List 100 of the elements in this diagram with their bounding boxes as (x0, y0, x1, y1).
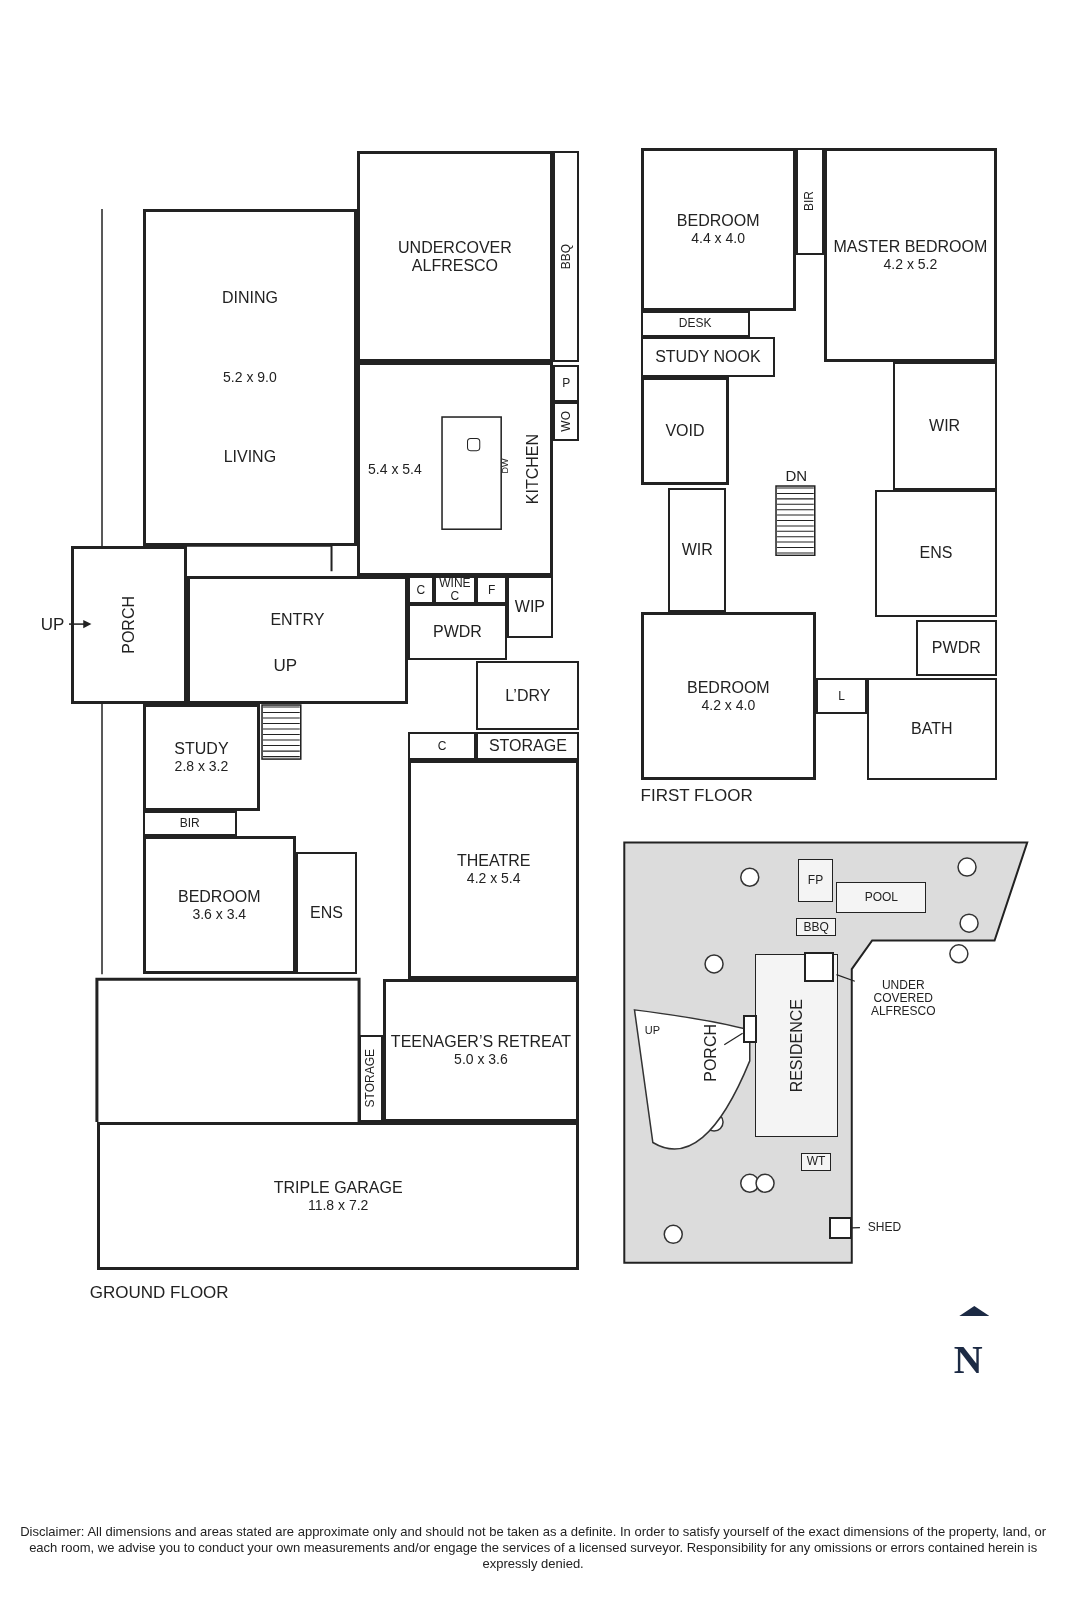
callout-label: SHED (859, 1216, 909, 1238)
leader-line (723, 1032, 744, 1046)
direction-label: UP (644, 1024, 660, 1037)
room-area (816, 678, 868, 715)
room-area (408, 759, 580, 980)
room-dimension: 4.2 x 5.4 (466, 870, 521, 888)
room-area (875, 489, 997, 618)
room-area (552, 150, 580, 363)
direction-label: DN (785, 467, 808, 485)
room-area (408, 576, 434, 604)
room-area (867, 678, 997, 781)
room-area (506, 576, 553, 638)
room-dimension: 11.8 x 7.2 (307, 1196, 369, 1214)
room-label: PWDR (931, 639, 981, 658)
room-area (640, 336, 776, 378)
room-label: P (562, 377, 571, 391)
room-label: STORAGE (364, 1049, 378, 1108)
room-label: C (416, 583, 426, 597)
site-area (754, 953, 839, 1138)
room-label: WIR (681, 540, 713, 559)
room-dimension: 2.8 x 3.2 (174, 757, 229, 775)
room-area (916, 620, 997, 677)
room-area (795, 147, 825, 255)
room-area (359, 1035, 383, 1123)
floor-caption: FIRST FLOOR (640, 786, 753, 807)
room-label: ENS (919, 544, 953, 563)
leader-line (835, 974, 856, 982)
room-area (640, 377, 730, 485)
room-label: STUDY NOOK (655, 348, 761, 366)
room-dimension: 4.2 x 5.2 (883, 255, 938, 273)
room-label: PORCH (120, 595, 138, 654)
room-area (382, 979, 580, 1123)
room-area (71, 545, 187, 704)
disclaimer-text: Disclaimer: All dimensions and areas stated are approximate only and should not be taken as a definite. In order to satisfy yourself of the exact dimensions of the property, land, or each room, we advise you to conduct your own measurements and/or engage the services of a licensed surveyor. Responsibility for any omissions or errors contained herein is expressly denied. (19, 1524, 1048, 1572)
room-area (640, 311, 750, 337)
room-area (142, 810, 237, 837)
north-label: N (953, 1336, 983, 1384)
room-label: BBQ (559, 243, 573, 270)
leader-line (851, 1227, 861, 1229)
room-dimension: 4.2 x 4.0 (701, 696, 756, 714)
room-label: C (437, 739, 447, 753)
room-label: BEDROOM (676, 212, 760, 230)
callout-label: UNDER COVERED ALFRESCO (854, 974, 952, 1024)
room-area (96, 1122, 580, 1270)
direction-label: UP (273, 655, 297, 676)
site-area (797, 858, 834, 902)
room-label: TEENAGER’S RETREAT (390, 1033, 572, 1052)
room-area (408, 603, 507, 660)
room-area (640, 147, 796, 312)
room-area (824, 147, 997, 363)
room-area (892, 362, 997, 490)
appliance-label: DW (499, 458, 510, 474)
room-area (476, 732, 580, 760)
floor-caption: GROUND FLOOR (89, 1283, 229, 1304)
room-label: STORAGE (488, 737, 567, 756)
room-area (142, 703, 261, 811)
room-dimension: 5.4 x 5.4 (368, 460, 422, 478)
room-label: POOL (864, 891, 898, 905)
room-area (142, 836, 296, 975)
room-label: VOID (665, 421, 705, 440)
direction-label: UP (40, 615, 65, 636)
room-area (668, 487, 727, 613)
room-area (142, 209, 357, 546)
room-dimension: 5.2 x 9.0 (223, 368, 277, 386)
room-label: ENTRY (270, 611, 325, 630)
room-label: BBQ (803, 920, 829, 934)
room-label: BIR (803, 191, 817, 212)
room-area (357, 150, 553, 363)
room-area (408, 732, 477, 760)
room-label: F (488, 583, 496, 597)
room-label: THEATRE (456, 852, 531, 871)
room-area (476, 661, 580, 731)
room-dimension: 3.6 x 3.4 (192, 905, 247, 923)
room-label: L’DRY (505, 686, 551, 705)
room-label: TRIPLE GARAGE (273, 1178, 403, 1197)
room-label: WT (806, 1155, 826, 1169)
room-label: WO (559, 410, 573, 432)
room-area (640, 612, 817, 781)
room-label: BEDROOM (687, 678, 770, 697)
room-label: UNDERCOVER ALFRESCO (397, 238, 513, 275)
site-area (795, 918, 837, 937)
room-label: WIP (514, 597, 545, 616)
room-label: DESK (678, 317, 712, 331)
room-label: DINING (221, 288, 278, 307)
room-label: BEDROOM (177, 887, 261, 906)
room-label: STUDY (174, 739, 229, 758)
room-area (186, 576, 408, 704)
room-label: MASTER BEDROOM (833, 237, 988, 256)
room-area (433, 576, 477, 604)
room-label: PWDR (433, 622, 482, 641)
room-label: BIR (179, 817, 200, 831)
room-label: WIR (929, 416, 961, 435)
room-dimension: 5.0 x 3.6 (454, 1051, 508, 1069)
room-area (295, 851, 357, 975)
room-label: ENS (309, 903, 343, 922)
area-outline (803, 951, 835, 983)
room-label: L (838, 689, 845, 703)
site-area (836, 882, 927, 913)
room-area (552, 365, 580, 402)
area-outline (829, 1216, 852, 1240)
